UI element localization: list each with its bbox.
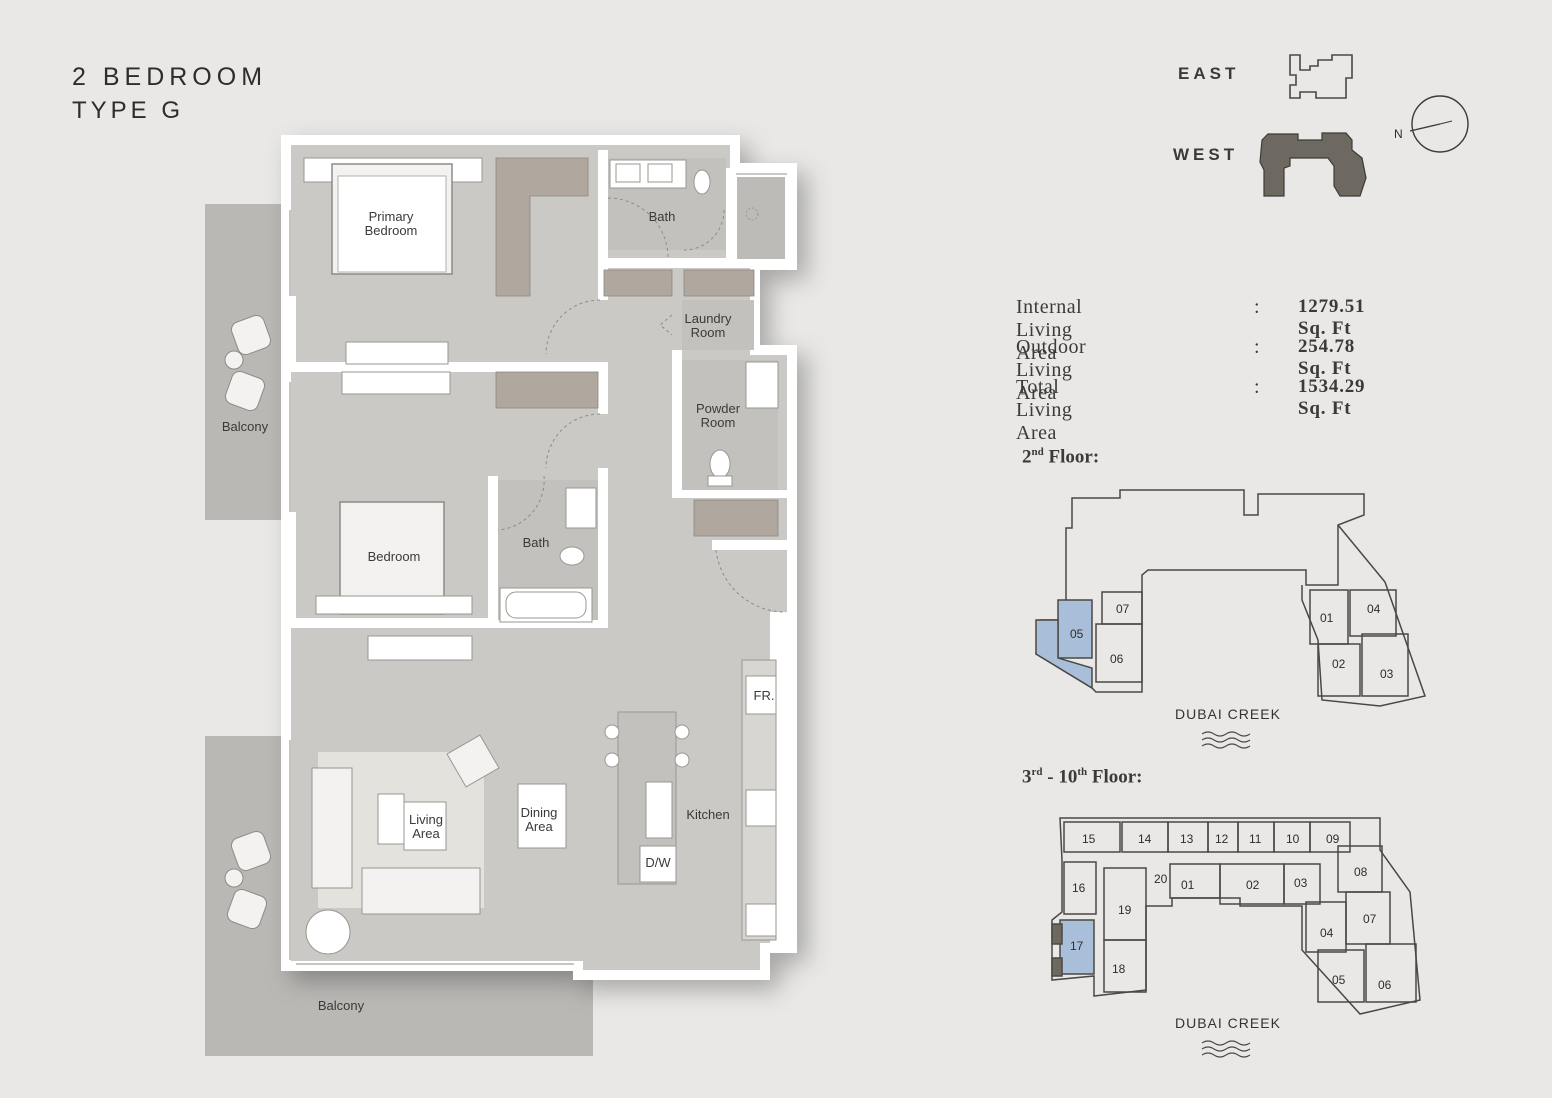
floor3-unit-label: 20: [1154, 872, 1168, 886]
floor3-unit-label: 08: [1354, 865, 1368, 879]
floor3-unit-label: 14: [1138, 832, 1152, 846]
floor3-mid: - 10: [1042, 766, 1078, 788]
floor3-unit-label: 04: [1320, 926, 1334, 940]
east-label: EAST: [1178, 64, 1240, 83]
floor2-unit-label: 07: [1116, 602, 1130, 616]
room-label-balcony-bottom: Balcony: [317, 998, 365, 1013]
stat-value: 1534.29 Sq. Ft: [1298, 376, 1366, 419]
room-label-living: Living Area: [398, 813, 454, 841]
floor2-creek-waves-icon: [1201, 731, 1251, 749]
floor3-unit-label: 11: [1249, 832, 1262, 846]
floor3-unit-label: 19: [1118, 903, 1132, 917]
floor3-b-sup: th: [1077, 766, 1088, 778]
page-title: 2 BEDROOM TYPE G: [72, 60, 267, 128]
stat-label: Outdoor Living Area: [1016, 336, 1087, 404]
room-label-line: Primary: [368, 209, 414, 224]
room-label-bedroom: Bedroom: [367, 549, 421, 564]
room-label-laundry: Laundry Room: [676, 312, 740, 340]
floor3-unit-label: 17: [1070, 939, 1084, 953]
room-label-powder: Powder Room: [686, 402, 750, 430]
room-label-line: Dining: [520, 805, 558, 820]
stat-label: Total Living Area: [1016, 376, 1073, 444]
room-label-fridge: FR.: [753, 688, 775, 703]
stat-label: Internal Living Area: [1016, 296, 1083, 364]
floor3-unit-label: 18: [1112, 962, 1126, 976]
stat-colon: :: [1254, 336, 1261, 358]
room-label-line: Area: [525, 819, 553, 834]
floor3-creek-waves-icon: [1201, 1040, 1251, 1058]
floor2-unit-label: 06: [1110, 652, 1124, 666]
floor2-sup: nd: [1031, 446, 1044, 458]
floor2-heading: 2nd Floor:: [1022, 446, 1099, 468]
floor2-creek-label: DUBAI CREEK: [1175, 706, 1281, 722]
room-label-line: Powder: [695, 401, 741, 416]
floor3-unit-label: 10: [1286, 832, 1300, 846]
balcony-bottom-strip: [205, 966, 593, 1056]
west-label: WEST: [1173, 145, 1239, 164]
floor3-unit-label: 01: [1181, 878, 1195, 892]
floor3-unit-label: 15: [1082, 832, 1096, 846]
balcony-top-area: [205, 204, 285, 520]
floor3-heading: 3rd - 10th Floor:: [1022, 766, 1143, 788]
floor3-unit-label: 06: [1378, 978, 1392, 992]
floor2-unit-label: 01: [1320, 611, 1334, 625]
room-label-balcony-top: Balcony: [221, 419, 269, 434]
floor2-unit-label: 03: [1380, 667, 1394, 681]
stat-colon: :: [1254, 296, 1261, 318]
floor3-a-sup: rd: [1031, 766, 1043, 778]
room-label-bath-1: Bath: [648, 209, 676, 224]
room-label-line: Bedroom: [364, 223, 418, 238]
room-label-line: Laundry: [684, 311, 732, 326]
floor2-keyplan: 07 05 06 01 04 02 03: [1035, 489, 1426, 707]
room-label-bath-2: Bath: [522, 535, 550, 550]
floor3-a: 3: [1022, 766, 1032, 788]
floor3-creek-label: DUBAI CREEK: [1175, 1015, 1281, 1031]
floor3-unit-label: 12: [1215, 832, 1229, 846]
floor3-unit-label: 07: [1363, 912, 1377, 926]
floor3-unit-label: 02: [1246, 878, 1260, 892]
room-label-primary-bedroom: Primary Bedroom: [356, 210, 426, 238]
title-line-1: 2 BEDROOM: [72, 63, 268, 91]
floor3-unit-label: 03: [1294, 876, 1308, 890]
floor-plan: [205, 135, 797, 1056]
floor2-unit-label: 05: [1070, 627, 1084, 641]
title-line-2: TYPE G: [72, 97, 185, 124]
floor2-unit-label: 04: [1367, 602, 1381, 616]
floor2-num: 2: [1022, 446, 1032, 468]
floor3-unit-label: 16: [1072, 881, 1086, 895]
stat-value: 254.78 Sq. Ft: [1298, 336, 1356, 379]
room-label-dining: Dining Area: [508, 806, 570, 834]
room-label-line: Area: [412, 826, 440, 841]
floor3-unit-label: 05: [1332, 973, 1346, 987]
floor3-unit-label: 09: [1326, 832, 1340, 846]
floor2-rest: Floor:: [1043, 446, 1100, 468]
stat-colon: :: [1254, 376, 1261, 398]
room-label-dishwasher: D/W: [645, 855, 671, 870]
floor3-rest: Floor:: [1087, 766, 1143, 788]
room-label-line: Living: [409, 812, 443, 827]
room-label-line: Room: [690, 325, 726, 340]
floor3-unit-label: 13: [1180, 832, 1194, 846]
floor3-keyplan: 15 14 13 12 11 10 09 08 07 06 05 04 03 0…: [1051, 817, 1421, 1015]
stat-value: 1279.51 Sq. Ft: [1298, 296, 1366, 339]
floor2-unit-label: 02: [1332, 657, 1346, 671]
room-label-kitchen: Kitchen: [686, 807, 730, 822]
room-label-line: Room: [700, 415, 736, 430]
